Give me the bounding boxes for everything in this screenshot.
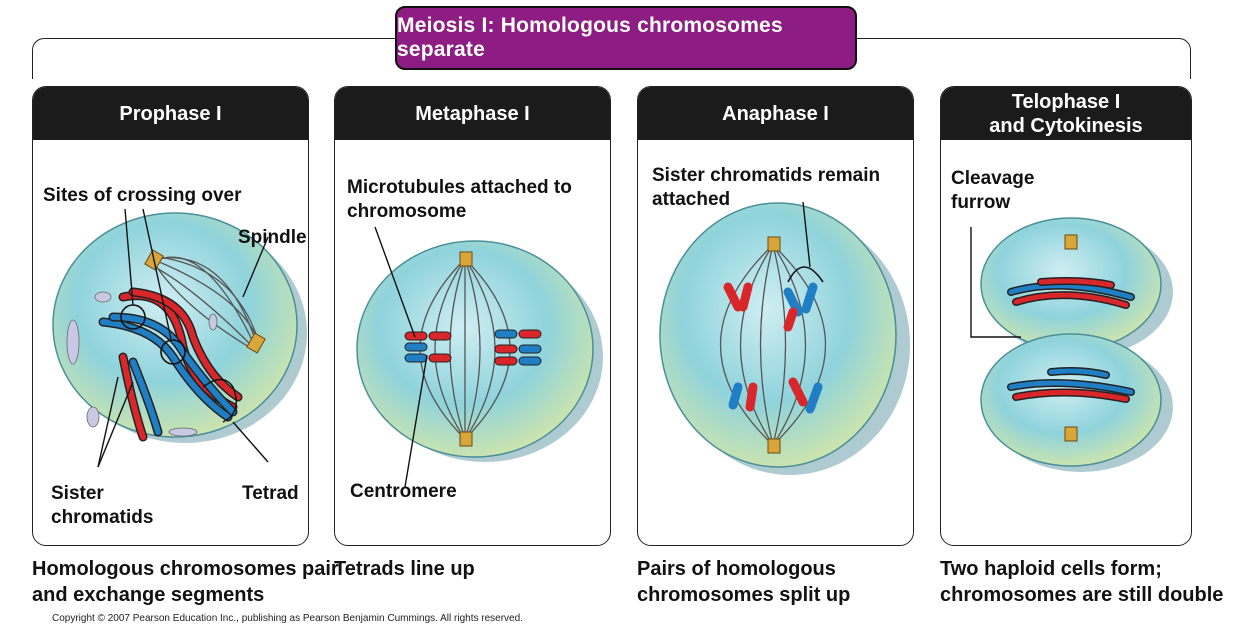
bracket-right [857,38,1191,79]
heading-line2: and Cytokinesis [989,114,1143,137]
label-centromere: Centromere [350,481,457,502]
label-microtubules-line1: Microtubules attached to [347,177,572,198]
caption-metaphase: Tetrads line up [334,556,475,582]
label-sister-chromatids-line1: Sister chromatids remain [652,165,881,186]
label-tetrad: Tetrad [242,483,299,504]
caption-telophase: Two haploid cells form; chromosomes are … [940,556,1223,608]
heading-line1: Telophase I [1011,90,1121,113]
label-sites-crossing-over: Sites of crossing over [43,185,242,206]
caption-line1: Homologous chromosomes pair [32,558,339,580]
caption-anaphase: Pairs of homologous chromosomes split up [637,556,850,608]
panel-heading: Anaphase I [638,87,913,140]
label-sister-chromatids-line2: attached [652,189,731,210]
label-microtubules-line2: chromosome [347,201,467,222]
panel-heading: Prophase I [33,87,308,140]
label-furrow: furrow [951,192,1011,213]
caption-line1: Tetrads line up [334,558,475,580]
caption-line2: chromosomes split up [637,584,851,606]
title-banner: Meiosis I: Homologous chromosomes separa… [395,6,857,70]
caption-line1: Pairs of homologous [637,558,836,580]
label-chromatids: chromatids [51,507,154,528]
panel-heading: Telophase I and Cytokinesis [941,87,1191,140]
caption-line1: Two haploid cells form; [940,558,1162,580]
caption-line2: and exchange segments [32,584,265,606]
panel-prophase: Prophase I [32,86,309,546]
prophase-cell-illustration [52,208,307,468]
metaphase-cell-illustration [356,226,603,488]
panel-metaphase: Metaphase I Microtubule [334,86,611,546]
panel-telophase: Telophase I and Cytokinesis Cleavage fur… [940,86,1192,546]
copyright-notice: Copyright © 2007 Pearson Education Inc.,… [52,613,523,624]
telophase-cells-illustration [970,217,1173,472]
panel-anaphase: Anaphase I Sister chromatids remain atta… [637,86,914,546]
caption-line2: chromosomes are still double [940,584,1224,606]
anaphase-cell-illustration [659,201,910,475]
caption-prophase: Homologous chromosomes pair and exchange… [32,556,339,608]
label-spindle: Spindle [238,227,307,248]
bracket-left [32,38,396,79]
label-sister: Sister [51,483,104,504]
label-cleavage: Cleavage [951,168,1035,189]
panel-heading: Metaphase I [335,87,610,140]
